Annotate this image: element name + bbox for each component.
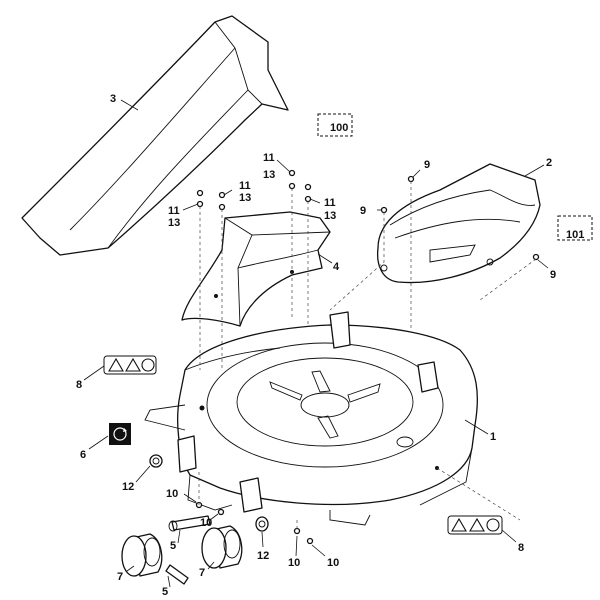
part-label: 7 <box>199 567 205 579</box>
warning-triangle-icon <box>451 517 467 532</box>
warning-triangle-icon <box>125 357 141 372</box>
rear-wheel-right <box>201 525 243 569</box>
part-label: 13 <box>239 192 251 204</box>
nut-icon <box>149 454 163 468</box>
part-label: 2 <box>546 157 552 169</box>
axle-pin-lower <box>165 564 189 585</box>
part-label: 5 <box>162 586 168 598</box>
discharge-chute <box>21 15 289 256</box>
reference-box-101: 101 <box>557 215 593 241</box>
part-label: 10 <box>288 557 300 569</box>
part-label: 7 <box>117 571 123 583</box>
part-label: 9 <box>424 159 430 171</box>
warning-label-lower <box>447 515 503 535</box>
part-label: 10 <box>166 488 178 500</box>
part-label: 9 <box>550 269 556 281</box>
instruction-book-icon <box>141 358 155 372</box>
rear-wheel-left <box>121 533 163 577</box>
part-label: 10 <box>327 557 339 569</box>
part-label: 11 <box>324 197 336 209</box>
part-label: 13 <box>263 169 275 181</box>
warning-label-upper <box>103 355 157 375</box>
instruction-book-icon <box>486 518 500 532</box>
top-cover <box>376 163 541 284</box>
part-label: 12 <box>122 481 134 493</box>
part-label: 8 <box>76 379 82 391</box>
reference-box-100: 100 <box>317 113 353 137</box>
reference-label: 101 <box>566 229 584 241</box>
assembly-lines <box>198 181 537 531</box>
leader-lines <box>83 99 549 588</box>
part-label: 11 <box>168 205 180 217</box>
part-label: 4 <box>333 261 340 273</box>
part-label: 5 <box>170 540 176 552</box>
part-label: 6 <box>80 449 86 461</box>
part-label: 12 <box>257 550 269 562</box>
part-label: 11 <box>239 180 251 192</box>
part-label: 10 <box>200 517 212 529</box>
axle-pin-upper <box>168 515 211 532</box>
grass-guide <box>181 211 331 327</box>
part-label: 13 <box>168 217 180 229</box>
part-number-labels: 3 2 4 1 8 8 6 12 12 5 5 7 7 10 10 10 10 … <box>76 93 556 598</box>
part-label: 3 <box>110 93 116 105</box>
warning-triangle-icon <box>469 517 485 532</box>
rotation-direction-icon <box>109 423 131 445</box>
part-label: 8 <box>518 542 524 554</box>
part-label: 9 <box>360 205 366 217</box>
mower-deck <box>144 311 479 526</box>
warning-triangle-icon <box>108 357 124 372</box>
part-label: 11 <box>263 152 275 164</box>
part-label: 1 <box>490 431 496 443</box>
part-label: 13 <box>324 210 336 222</box>
nut-icon <box>255 516 269 532</box>
reference-label: 100 <box>330 122 348 134</box>
